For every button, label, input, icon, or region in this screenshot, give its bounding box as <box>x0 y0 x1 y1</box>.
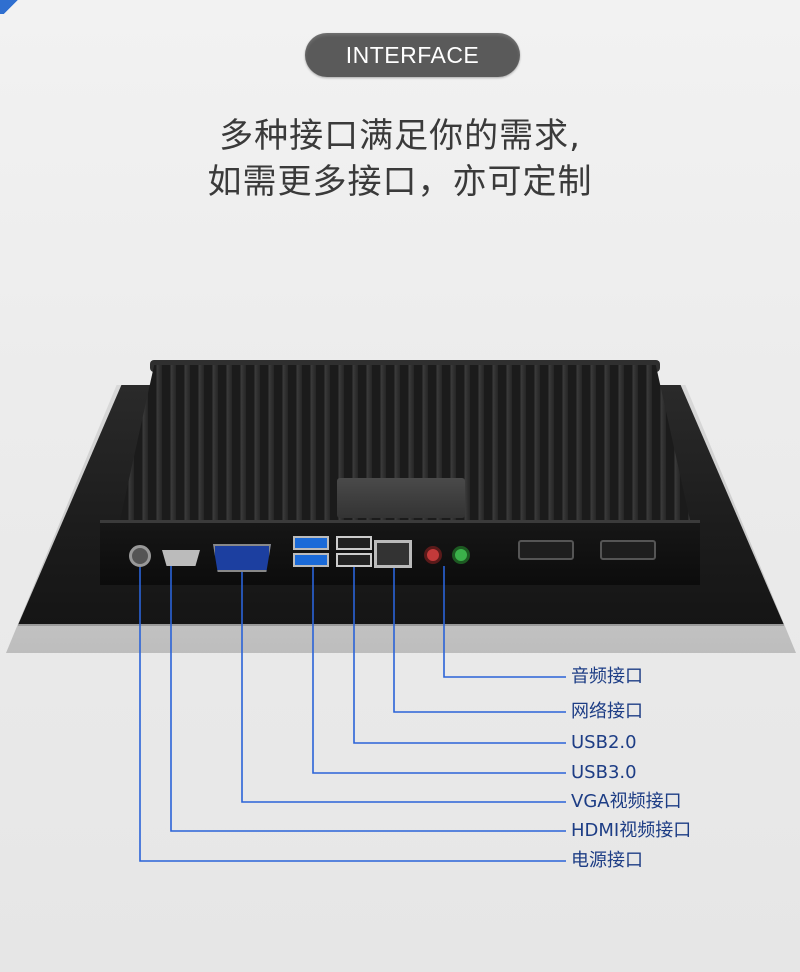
mic-jack <box>424 546 442 564</box>
leader-power <box>139 567 566 862</box>
com-port-2 <box>600 540 656 560</box>
bezel-edge <box>18 624 784 626</box>
power-port <box>129 545 151 567</box>
callout-hdmi: HDMI视频接口 <box>571 820 692 841</box>
corner-accent <box>0 0 30 14</box>
usb3-port-bottom <box>293 553 329 567</box>
callout-power: 电源接口 <box>571 850 643 871</box>
callout-audio: 音频接口 <box>571 666 643 687</box>
callout-usb3: USB3.0 <box>571 762 637 783</box>
usb2-port-bottom <box>336 553 372 567</box>
callout-usb2: USB2.0 <box>571 732 637 753</box>
headline-line-2: 如需更多接口，亦可定制 <box>207 162 593 202</box>
leader-audio <box>443 566 566 678</box>
leader-usb3 <box>312 567 566 774</box>
headline-line-1: 多种接口满足你的需求, <box>219 116 581 156</box>
interface-badge: INTERFACE <box>305 33 520 77</box>
leader-vga <box>241 572 566 803</box>
usb2-port-top <box>336 536 372 550</box>
leader-network <box>393 568 566 713</box>
heatsink-plate <box>337 478 465 518</box>
leader-usb2 <box>353 567 566 744</box>
hdmi-port <box>162 550 200 566</box>
lan-port <box>374 540 412 568</box>
com-port-1 <box>518 540 574 560</box>
callout-network: 网络接口 <box>571 701 643 722</box>
line-out-jack <box>452 546 470 564</box>
leader-hdmi <box>170 566 566 832</box>
callout-vga: VGA视频接口 <box>571 791 682 812</box>
usb3-port-top <box>293 536 329 550</box>
